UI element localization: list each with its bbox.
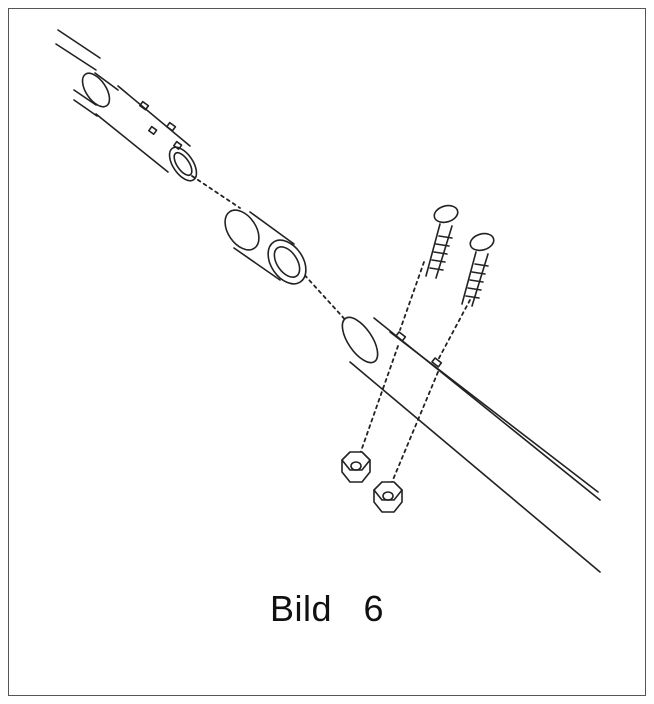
figure-caption: Bild 6 xyxy=(269,588,385,629)
bolt xyxy=(425,204,459,279)
connector-sleeve xyxy=(224,209,307,285)
lock-nut xyxy=(373,481,403,513)
tube-lower xyxy=(341,316,601,573)
tube-upper xyxy=(55,29,198,182)
figure-frame xyxy=(8,8,646,696)
assembly-guide-lines xyxy=(191,175,471,483)
bolt xyxy=(461,232,495,307)
lock-nut xyxy=(341,451,371,483)
